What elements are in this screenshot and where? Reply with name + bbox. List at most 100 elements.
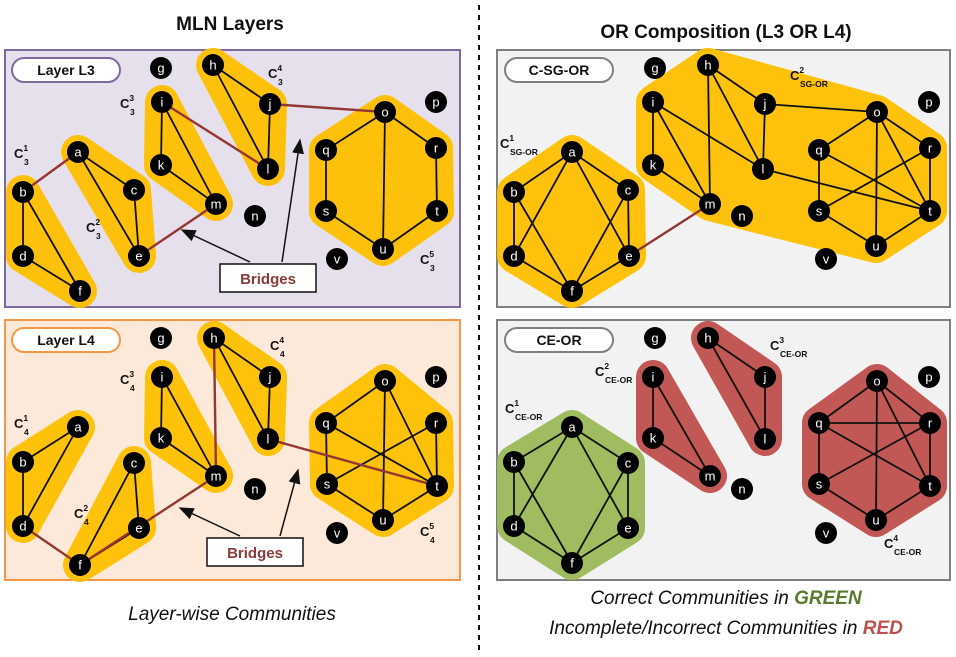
node-label: b — [510, 455, 517, 470]
edge-a-e — [571, 151, 630, 257]
edge-h-l — [707, 64, 764, 170]
node-l: l — [752, 158, 774, 180]
node-label: s — [323, 204, 330, 219]
community-label-sub: 3 — [278, 77, 283, 87]
edge-a-d — [513, 151, 573, 257]
node-label: m — [705, 197, 716, 212]
node-label: l — [267, 162, 270, 177]
edge-l-t — [762, 168, 931, 212]
node-label: e — [625, 249, 632, 264]
community-label-sub: 3 — [96, 231, 101, 241]
edge-s-u — [818, 210, 877, 247]
node-label: j — [268, 97, 272, 112]
node-p: p — [918, 366, 940, 388]
tag-layer-l3: Layer L3 — [11, 57, 121, 83]
node-b: b — [503, 451, 525, 473]
community-label-sup: 4 — [279, 335, 284, 345]
edge-k-m — [652, 164, 711, 205]
edge-b-f — [22, 191, 81, 292]
node-n: n — [731, 205, 753, 227]
node-label: m — [211, 469, 222, 484]
edge-o-t — [384, 380, 438, 487]
node-label: o — [873, 105, 880, 120]
edge-h-j — [707, 337, 766, 378]
community-label-sub: SG-OR — [800, 79, 828, 89]
community-label-main: C — [420, 524, 430, 539]
edge-r-s — [818, 422, 931, 485]
node-a: a — [67, 416, 89, 438]
node-label: v — [823, 526, 830, 541]
community-label-sup: 4 — [277, 63, 282, 73]
node-t: t — [426, 475, 448, 497]
edge-o-r — [876, 380, 931, 424]
community-label-sub: CE-OR — [515, 412, 542, 422]
node-label: g — [157, 61, 164, 76]
edge-h-j — [213, 337, 271, 378]
node-p: p — [918, 91, 940, 113]
node-label: r — [434, 141, 439, 156]
node-label: m — [211, 197, 222, 212]
left-caption: Layer-wise Communities — [128, 604, 336, 625]
right-title: OR Composition (L3 OR L4) — [600, 22, 851, 43]
community-label-sup: 3 — [779, 335, 784, 345]
community-label-main: C — [14, 146, 24, 161]
node-l: l — [257, 428, 279, 450]
node-c: c — [123, 452, 145, 474]
node-label: t — [928, 479, 932, 494]
community-region — [309, 95, 454, 266]
tag-layer-l3-text: Layer L3 — [37, 62, 95, 78]
node-label: e — [135, 249, 142, 264]
tag-layer-l4: Layer L4 — [11, 327, 121, 353]
edge-h-m — [707, 64, 711, 205]
node-label: j — [763, 97, 767, 112]
node-label: p — [432, 95, 439, 110]
edge-a-c — [77, 151, 135, 191]
community-label-sub: 4 — [84, 517, 89, 527]
node-label: v — [823, 252, 830, 267]
bridges-annotation-l4: Bridges — [178, 468, 304, 567]
node-label: u — [872, 513, 879, 528]
community-label-main: C — [884, 536, 894, 551]
community-label-sup: 4 — [893, 533, 898, 543]
community-label-main: C — [790, 68, 800, 83]
edge-o-q — [818, 380, 878, 424]
bridges-label-l4: Bridges — [227, 545, 283, 562]
node-b: b — [503, 181, 525, 203]
node-label: j — [268, 370, 272, 385]
node-label: k — [158, 431, 165, 446]
node-h: h — [697, 54, 719, 76]
edge-i-m — [161, 101, 217, 205]
bridge-edge-d-f — [22, 525, 81, 566]
bridge-edge-i-l — [161, 100, 269, 171]
node-s: s — [808, 473, 830, 495]
community-label-main: C — [270, 338, 280, 353]
node-label: n — [251, 482, 258, 497]
node-label: h — [704, 331, 711, 346]
node-v: v — [815, 522, 837, 544]
node-f: f — [69, 280, 91, 302]
node-l: l — [257, 158, 279, 180]
node-g: g — [150, 57, 172, 79]
tag-ce-or-text: CE-OR — [536, 332, 581, 348]
edge-o-t — [876, 111, 931, 212]
node-h: h — [203, 327, 225, 349]
edge-c-f — [79, 462, 135, 566]
node-label: n — [738, 209, 745, 224]
node-label: i — [161, 370, 164, 385]
node-i: i — [151, 366, 173, 388]
edge-a-b — [513, 151, 573, 193]
node-label: b — [510, 185, 517, 200]
edge-c-f — [571, 189, 629, 292]
right-caption-line2-prefix: Incomplete/Incorrect Communities in — [549, 618, 863, 639]
node-label: v — [334, 526, 341, 541]
node-label: a — [74, 145, 82, 160]
node-label: q — [322, 416, 329, 431]
node-r: r — [919, 412, 941, 434]
node-label: i — [652, 95, 655, 110]
community-label-sup: 2 — [95, 217, 100, 227]
